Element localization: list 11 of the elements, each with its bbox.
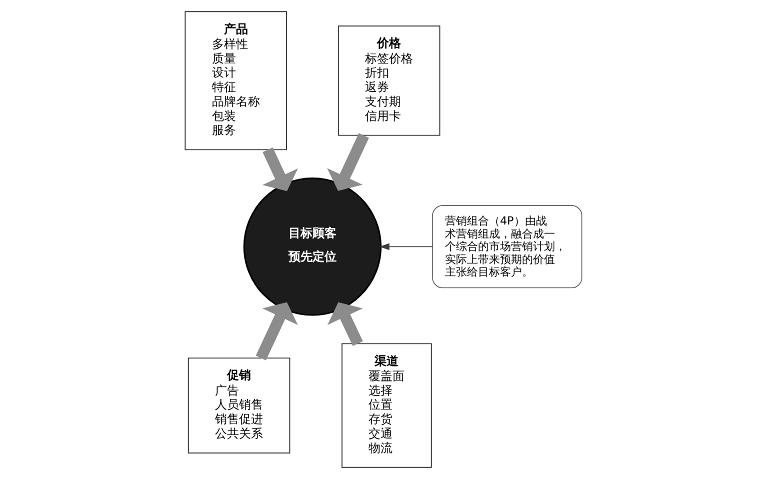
arrow — [262, 147, 298, 192]
arrow — [379, 243, 433, 250]
node-box: 营销组合（4P）由战术营销组成，融合成一个综合的市场营销计划，实际上带来预期的价值主张给目标客户。 — [432, 205, 582, 288]
arrow — [256, 302, 298, 360]
arrow — [327, 302, 363, 346]
node-box: 产品 多样性 质量 设计 特征 品牌名称 包装 服务 — [184, 11, 288, 150]
node-box: 渠道 覆盖面 选择 位置 存货 交通 物流 — [342, 343, 432, 468]
node-box: 促销 广告 人员销售 销售促进 公共关系 — [188, 358, 290, 454]
arrow — [327, 133, 369, 191]
node-circle: 目标顾客 预先定位 — [243, 178, 382, 316]
node-box: 价格 标签价格 折扣 返券 支付期 信用卡 — [338, 26, 440, 136]
